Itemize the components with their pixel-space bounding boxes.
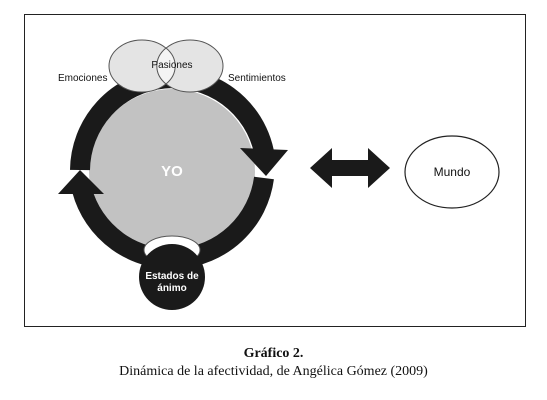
label-mundo: Mundo [434, 165, 471, 179]
caption-subtitle: Dinámica de la afectividad, de Angélica … [119, 364, 428, 379]
label-sentimientos: Sentimientos [228, 73, 286, 84]
mundo-ellipse [404, 135, 500, 209]
estados-circle [139, 244, 205, 310]
caption-title: Gráfico 2. [243, 346, 304, 361]
figure-caption: Gráfico 2. Dinámica de la afectividad, d… [0, 345, 547, 381]
double-arrow [310, 148, 390, 188]
diagram-frame [24, 14, 526, 327]
label-estados-line1: Estados de [145, 271, 199, 282]
label-estados-line2: ánimo [157, 283, 186, 294]
label-pasiones: Pasiones [151, 60, 192, 71]
left-arrowhead [58, 170, 104, 194]
right-arrowhead [240, 148, 288, 176]
yo-circle [89, 89, 255, 255]
label-emociones: Emociones [58, 73, 107, 84]
bubble-overlap [156, 47, 176, 85]
label-yo: YO [161, 163, 183, 180]
